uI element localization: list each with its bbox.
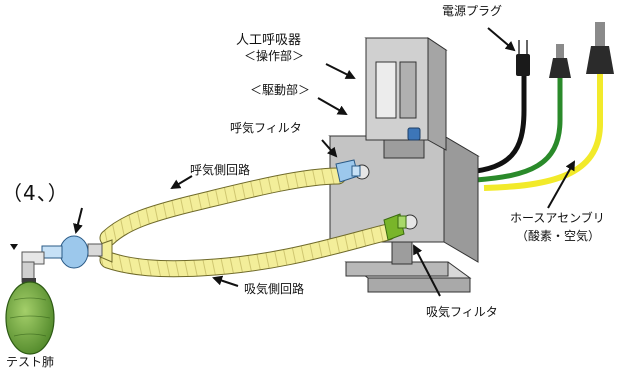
arrow-power-plug bbox=[487, 27, 516, 52]
hose-assembly-sub-label: （酸素・空気） bbox=[516, 229, 601, 243]
control-knob-icon bbox=[407, 127, 421, 141]
drive-unit-label: ＜駆動部＞ bbox=[250, 83, 311, 97]
hose-assembly-label: ホースアセンブリ bbox=[510, 211, 605, 225]
patient-filter-icon bbox=[59, 235, 89, 269]
arrow-exhale-filter bbox=[321, 139, 338, 158]
test-lung-label: テスト肺 bbox=[6, 355, 55, 369]
inhale-circuit-label: 吸気側回路 bbox=[244, 282, 305, 296]
air-connector-icon bbox=[586, 22, 614, 74]
inhale-filter-label: 吸気フィルタ bbox=[426, 305, 498, 319]
arrow-exhale-circuit bbox=[170, 175, 193, 190]
step-marker-label: （4、） bbox=[2, 181, 69, 205]
hose-assembly bbox=[467, 74, 603, 191]
inhale-filter-icon bbox=[383, 213, 418, 241]
arrow-inhale-circuit bbox=[212, 275, 239, 287]
power-plug-label: 電源プラグ bbox=[442, 4, 503, 18]
exhale-filter-icon bbox=[335, 159, 370, 183]
exhale-filter-label: 呼気フィルタ bbox=[230, 121, 302, 135]
arrow-hose-assembly bbox=[547, 160, 575, 209]
arrow-drive bbox=[317, 97, 348, 115]
breathing-circuit bbox=[82, 167, 397, 278]
hose-black bbox=[467, 76, 527, 175]
hose-green bbox=[475, 78, 563, 183]
exhale-circuit-label: 呼気側回路 bbox=[190, 163, 251, 177]
callout-arrows bbox=[73, 27, 575, 297]
operation-unit-label: ＜操作部＞ bbox=[244, 49, 305, 63]
display-screen bbox=[375, 61, 397, 119]
oxygen-connector-icon bbox=[549, 44, 571, 78]
ventilator-base bbox=[344, 237, 472, 293]
patient-connector bbox=[10, 235, 103, 283]
ventilator-title-label: 人工呼吸器 bbox=[236, 33, 302, 48]
display-panel bbox=[399, 61, 417, 119]
operation-unit bbox=[364, 37, 448, 159]
arrow-step-marker bbox=[73, 207, 83, 234]
test-lung-icon bbox=[5, 278, 55, 355]
arrow-inhale-filter bbox=[413, 244, 441, 297]
power-plug-icon bbox=[516, 40, 530, 76]
arrow-operation bbox=[325, 63, 356, 79]
hose-yellow bbox=[483, 74, 603, 191]
